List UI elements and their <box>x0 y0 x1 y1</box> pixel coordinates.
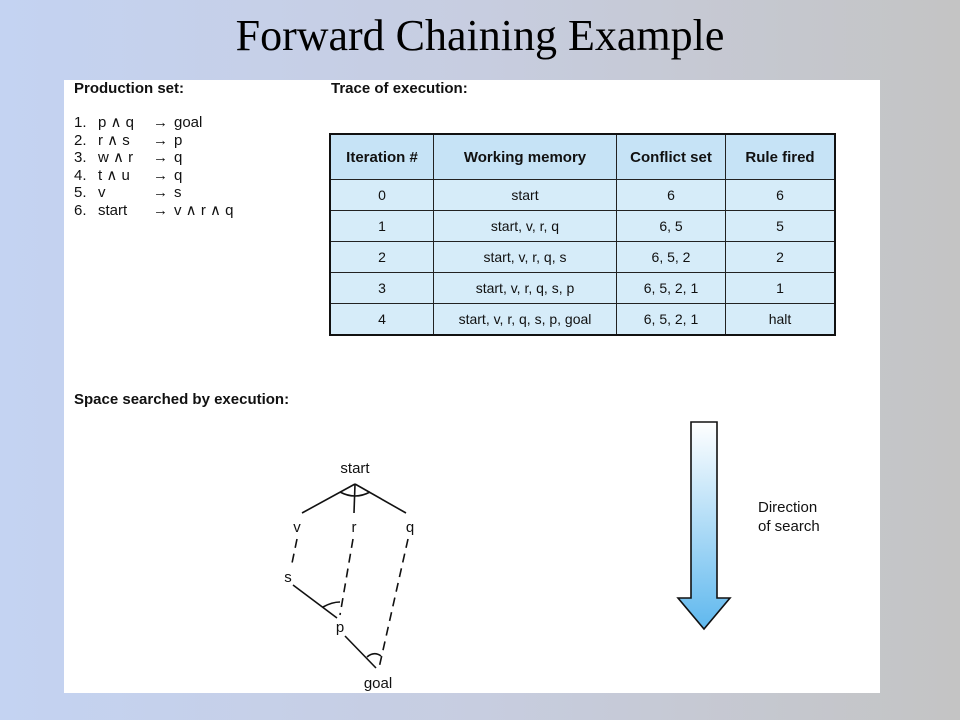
rule-conclusion: q <box>174 166 183 184</box>
iteration-cell: 1 <box>329 210 434 242</box>
conflict-set-cell: 6, 5, 2, 1 <box>616 272 726 304</box>
working-memory-cell: start, v, r, q, s, p, goal <box>433 303 617 336</box>
content-panel: Production set: 1. p ∧ q → goal 2. r ∧ s… <box>64 80 880 693</box>
production-rule: 1. p ∧ q → goal <box>74 114 202 132</box>
rule-condition: start <box>98 201 128 219</box>
rule-condition: r ∧ s <box>98 131 130 149</box>
conflict-set-cell: 6, 5, 2 <box>616 241 726 273</box>
table-row: 2 start, v, r, q, s 6, 5, 2 2 <box>329 241 836 273</box>
production-rule: 5. v → s <box>74 184 182 202</box>
working-memory-cell: start <box>433 179 617 211</box>
rule-arrow: → <box>153 131 168 149</box>
node-s-label: s <box>284 569 292 586</box>
rule-fired-cell: 2 <box>725 241 836 273</box>
rule-condition: t ∧ u <box>98 166 130 184</box>
table-row: 0 start 6 6 <box>329 179 836 211</box>
production-rule: 3. w ∧ r → q <box>74 149 182 167</box>
node-goal-label: goal <box>364 675 392 692</box>
rule-conclusion: v ∧ r ∧ q <box>174 201 234 219</box>
table-row: 1 start, v, r, q 6, 5 5 <box>329 210 836 242</box>
rule-arrow: → <box>153 184 168 201</box>
rule-conclusion: p <box>174 131 183 149</box>
rule-number: 5. <box>74 184 87 201</box>
direction-label-line2: of search <box>758 518 820 535</box>
trace-header-row: Iteration # Working memory Conflict set … <box>329 133 836 180</box>
slide-title: Forward Chaining Example <box>235 11 725 60</box>
start-edges <box>301 483 407 514</box>
iteration-cell: 3 <box>329 272 434 304</box>
rule-condition: w ∧ r <box>98 149 134 166</box>
rule-fired-cell: 5 <box>725 210 836 242</box>
rule-condition: p ∧ q <box>98 114 134 131</box>
rule-conclusion: s <box>174 184 182 201</box>
lower-edges <box>292 584 382 669</box>
node-q-label: q <box>406 519 414 536</box>
node-r-label: r <box>352 519 357 536</box>
iteration-cell: 4 <box>329 303 434 336</box>
direction-label: Direction of search <box>758 498 820 536</box>
rule-arrow: → <box>153 114 168 131</box>
rule-number: 1. <box>74 114 87 131</box>
iteration-cell: 2 <box>329 241 434 273</box>
column-header-working-memory: Working memory <box>433 133 617 180</box>
working-memory-cell: start, v, r, q, s, p <box>433 272 617 304</box>
production-rule: 4. t ∧ u → q <box>74 166 182 185</box>
iteration-cell: 0 <box>329 179 434 211</box>
production-rule: 6. start → v ∧ r ∧ q <box>74 201 233 220</box>
conflict-set-cell: 6, 5 <box>616 210 726 242</box>
rule-condition: v <box>98 184 106 201</box>
conflict-set-cell: 6, 5, 2, 1 <box>616 303 726 336</box>
direction-arrow-icon <box>676 421 732 631</box>
table-row: 3 start, v, r, q, s, p 6, 5, 2, 1 1 <box>329 272 836 304</box>
node-start-label: start <box>340 460 370 477</box>
node-p-label: p <box>336 619 344 636</box>
column-header-conflict-set: Conflict set <box>616 133 726 180</box>
trace-table: Iteration # Working memory Conflict set … <box>329 133 836 336</box>
rule-conclusion: goal <box>174 114 203 131</box>
node-v-label: v <box>293 519 301 536</box>
rule-arrow: → <box>153 201 168 219</box>
rule-conclusion: q <box>174 149 183 166</box>
trace-heading: Trace of execution: <box>331 80 468 97</box>
table-row: 4 start, v, r, q, s, p, goal 6, 5, 2, 1 … <box>329 303 836 336</box>
production-set-heading: Production set: <box>74 80 185 97</box>
production-rules-list: 1. p ∧ q → goal 2. r ∧ s → p 3. w ∧ r → … <box>74 114 233 220</box>
rule-fired-cell: halt <box>725 303 836 336</box>
direction-label-line1: Direction <box>758 499 818 516</box>
production-rule: 2. r ∧ s → p <box>74 131 182 150</box>
search-space-diagram: start v r q s p goal <box>284 421 732 692</box>
rule-number: 6. <box>74 201 87 219</box>
rule-number: 2. <box>74 131 87 149</box>
rule-number: 4. <box>74 166 87 184</box>
rule-arrow: → <box>153 166 168 184</box>
column-header-rule-fired: Rule fired <box>725 133 836 180</box>
rule-number: 3. <box>74 149 87 166</box>
working-memory-cell: start, v, r, q <box>433 210 617 242</box>
rule-arrow: → <box>153 149 168 166</box>
rule-fired-cell: 6 <box>725 179 836 211</box>
working-memory-cell: start, v, r, q, s <box>433 241 617 273</box>
search-space-heading: Space searched by execution: <box>74 391 290 408</box>
rule-fired-cell: 1 <box>725 272 836 304</box>
dashed-edges <box>290 538 409 669</box>
